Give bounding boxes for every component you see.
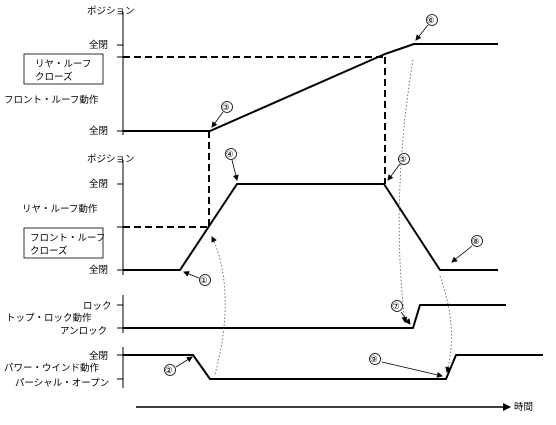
upper-chart: ポジション 全閉 リヤ・ルーフ クローズ フロント・ルーフ動作 全閉 (4, 6, 498, 137)
step-marker-4: ④ (225, 148, 239, 181)
step-marker-5: ⑤ (387, 153, 410, 181)
step-marker-7: ⑦ (391, 300, 411, 325)
step-marker-3-circle (221, 101, 233, 113)
time-axis-label: 時間 (514, 402, 533, 413)
step-marker-8: ⑧ (451, 235, 483, 263)
step-marker-6-label: ⑥ (427, 16, 435, 26)
upper-level-full-closed-bottom: 全閉 (89, 125, 108, 137)
rear-roof-close-line2: クローズ (35, 71, 73, 83)
dotted-arrow-8-to-9 (439, 275, 452, 373)
rear-roof-action-label: リヤ・ルーフ動作 (22, 203, 98, 215)
front-roof-position-line (123, 43, 498, 132)
front-roof-close-box (23, 227, 104, 259)
front-roof-action-label: フロント・ルーフ動作 (4, 94, 99, 106)
step-marker-5-label: ⑤ (399, 155, 407, 165)
step-marker-9: ⑨ (369, 353, 443, 378)
lock-level-lock: ロック (83, 301, 112, 312)
step-marker-8-circle (471, 235, 483, 247)
step-marker-1-circle (199, 274, 211, 286)
front-roof-close-line1: フロント・ルーフ (30, 233, 105, 244)
step-marker-2-circle (164, 364, 176, 376)
dotted-arrow-2-to-3 (211, 236, 226, 375)
lock-action-label: トップ・ロック動作 (6, 312, 92, 324)
step-marker-5-leader (387, 163, 401, 181)
middle-chart: ポジション 全閉 リヤ・ルーフ動作 フロント・ルーフ クローズ 全閉 (22, 154, 498, 276)
dotted-arrow-6-to-7 (398, 59, 414, 323)
step-marker-7-leader (400, 311, 411, 325)
step-marker-3-leader (211, 111, 224, 128)
step-marker-1: ① (183, 271, 211, 286)
step-marker-9-label: ⑨ (370, 355, 378, 365)
step-marker-3: ③ (211, 101, 233, 128)
step-marker-5-circle (398, 153, 410, 165)
step-marker-8-leader (451, 245, 473, 263)
window-level-partial-open: パーシャル・オープン (15, 378, 109, 389)
step-marker-2-label: ② (165, 366, 173, 376)
step-marker-6-leader (415, 24, 429, 41)
step-marker-9-circle (369, 353, 381, 365)
window-level-full-closed: 全閉 (89, 350, 108, 362)
top-lock-chart: ロック トップ・ロック動作 アンロック (6, 295, 506, 337)
step-marker-7-label: ⑦ (392, 302, 400, 312)
middle-level-full-closed: 全閉 (89, 178, 108, 190)
step-marker-6-circle (426, 14, 438, 26)
rear-roof-close-line1: リヤ・ルーフ (35, 59, 91, 70)
step-marker-2-leader (175, 356, 193, 368)
rear-roof-close-box (23, 53, 104, 85)
middle-level-full-closed-bottom: 全閉 (89, 264, 108, 276)
step-marker-1-label: ① (200, 276, 208, 286)
window-action-label: パワー・ウインド動作 (4, 362, 100, 374)
step-marker-4-label: ④ (226, 150, 234, 160)
upper-level-full-closed: 全閉 (89, 39, 108, 51)
power-window-chart: 全閉 パワー・ウインド動作 パーシャル・オープン (4, 347, 543, 389)
step-marker-7-circle (391, 300, 403, 312)
step-marker-4-circle (225, 148, 237, 160)
step-marker-8-label: ⑧ (472, 237, 480, 247)
upper-axis-title: ポジション (87, 6, 135, 17)
rear-roof-position-line (123, 183, 498, 271)
step-marker-6: ⑥ (415, 14, 438, 41)
middle-axis-title: ポジション (87, 154, 135, 165)
front-roof-close-line2: クローズ (30, 245, 68, 257)
step-marker-1-leader (183, 271, 200, 279)
power-window-line (123, 354, 543, 380)
top-lock-line (123, 304, 506, 329)
step-marker-4-leader (231, 159, 239, 181)
step-marker-2: ② (164, 356, 193, 376)
step-marker-3-label: ③ (222, 103, 230, 113)
time-axis: 時間 (136, 402, 533, 413)
step-marker-9-leader (381, 361, 443, 378)
lock-level-unlock: アンロック (60, 326, 107, 337)
